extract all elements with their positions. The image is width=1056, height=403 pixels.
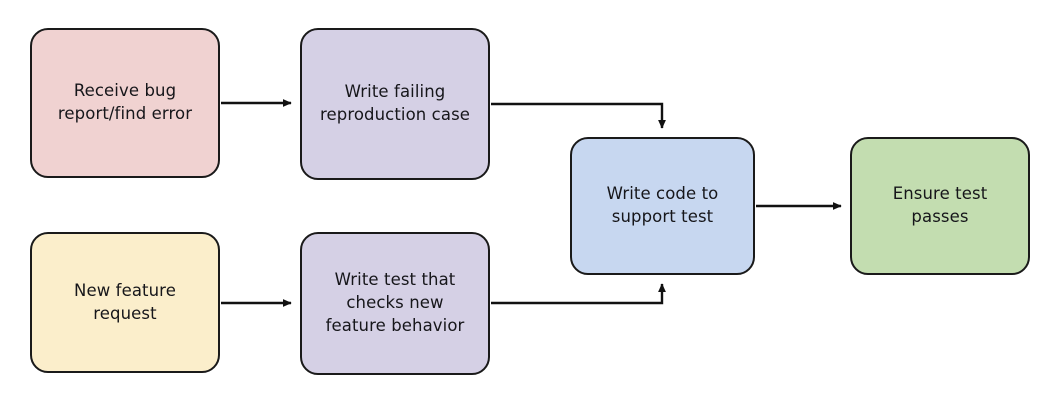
node-new-feature-request[interactable]: New feature request <box>30 232 220 373</box>
node-label: Write failing reproduction case <box>319 82 471 124</box>
node-label: Ensure test passes <box>892 184 988 226</box>
edge-test-to-write-code <box>491 283 666 305</box>
node-ensure-test-passes[interactable]: Ensure test passes <box>850 137 1030 275</box>
node-label: Receive bug report/find error <box>57 81 193 123</box>
node-label: New feature request <box>74 280 176 323</box>
node-write-code-to-support-test[interactable]: Write code to support test <box>570 137 755 275</box>
node-label: Write code to support test <box>606 184 719 226</box>
node-receive-bug-report[interactable]: Receive bug report/find error <box>30 28 220 178</box>
node-label: Write test that checks new feature behav… <box>325 270 465 335</box>
node-write-test-checks-new-feature[interactable]: Write test that checks new feature behav… <box>300 232 490 375</box>
node-write-failing-reproduction-case[interactable]: Write failing reproduction case <box>300 28 490 180</box>
edge-repro-to-write-code <box>491 102 666 129</box>
